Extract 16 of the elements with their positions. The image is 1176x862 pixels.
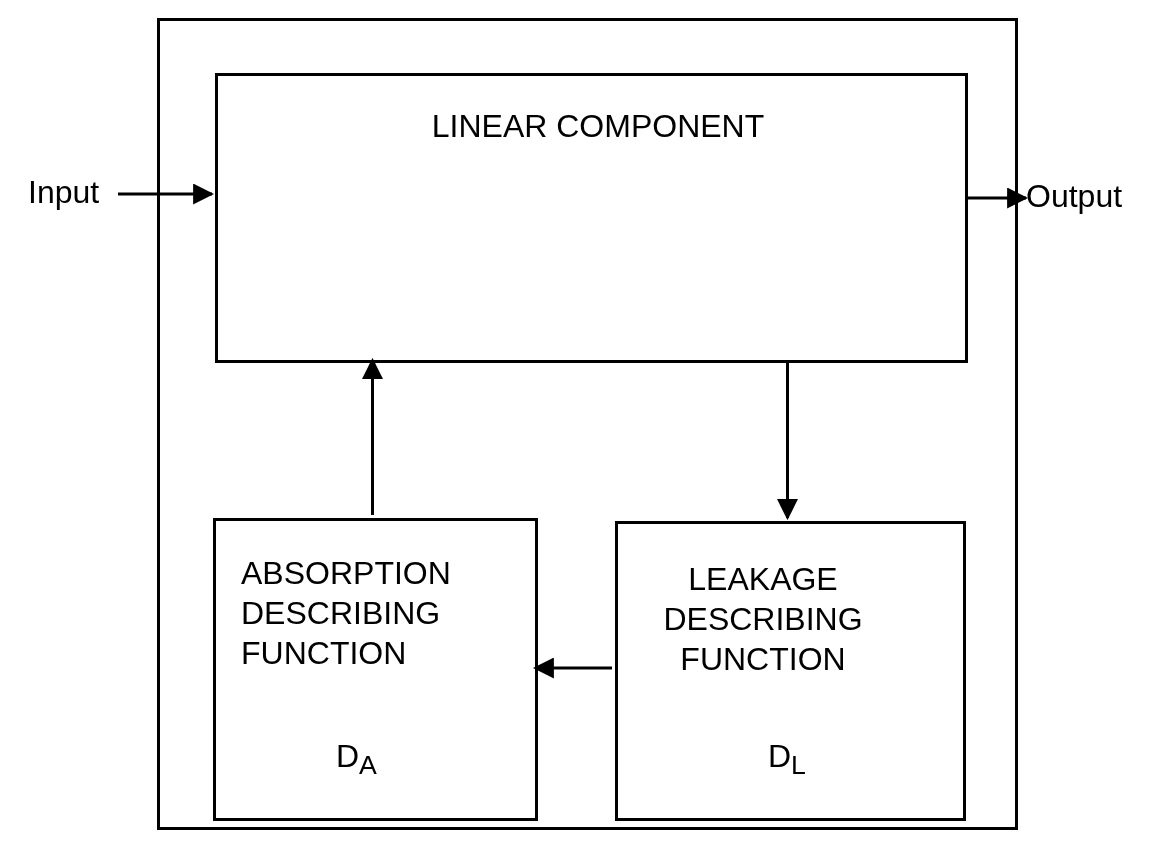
arrow <box>362 357 383 515</box>
block-box <box>215 73 968 363</box>
arrow <box>777 360 798 521</box>
block-box <box>213 518 538 821</box>
signal-label: Output <box>1026 177 1124 216</box>
symbol-label: D$_{L}$ <box>768 737 807 783</box>
outer-box <box>157 18 1018 830</box>
block-label: LINEAR COMPONENT <box>430 107 766 146</box>
arrow <box>965 187 1029 209</box>
block-box <box>615 521 966 821</box>
block-label: ABSORPTION DESCRIBING FUNCTION <box>241 554 452 673</box>
arrow <box>118 183 215 205</box>
signal-label: Input <box>28 173 101 212</box>
arrow <box>532 657 612 679</box>
block-label: LEAKAGE DESCRIBING FUNCTION <box>662 560 864 679</box>
symbol-label: D$_{A}$ <box>336 737 378 783</box>
